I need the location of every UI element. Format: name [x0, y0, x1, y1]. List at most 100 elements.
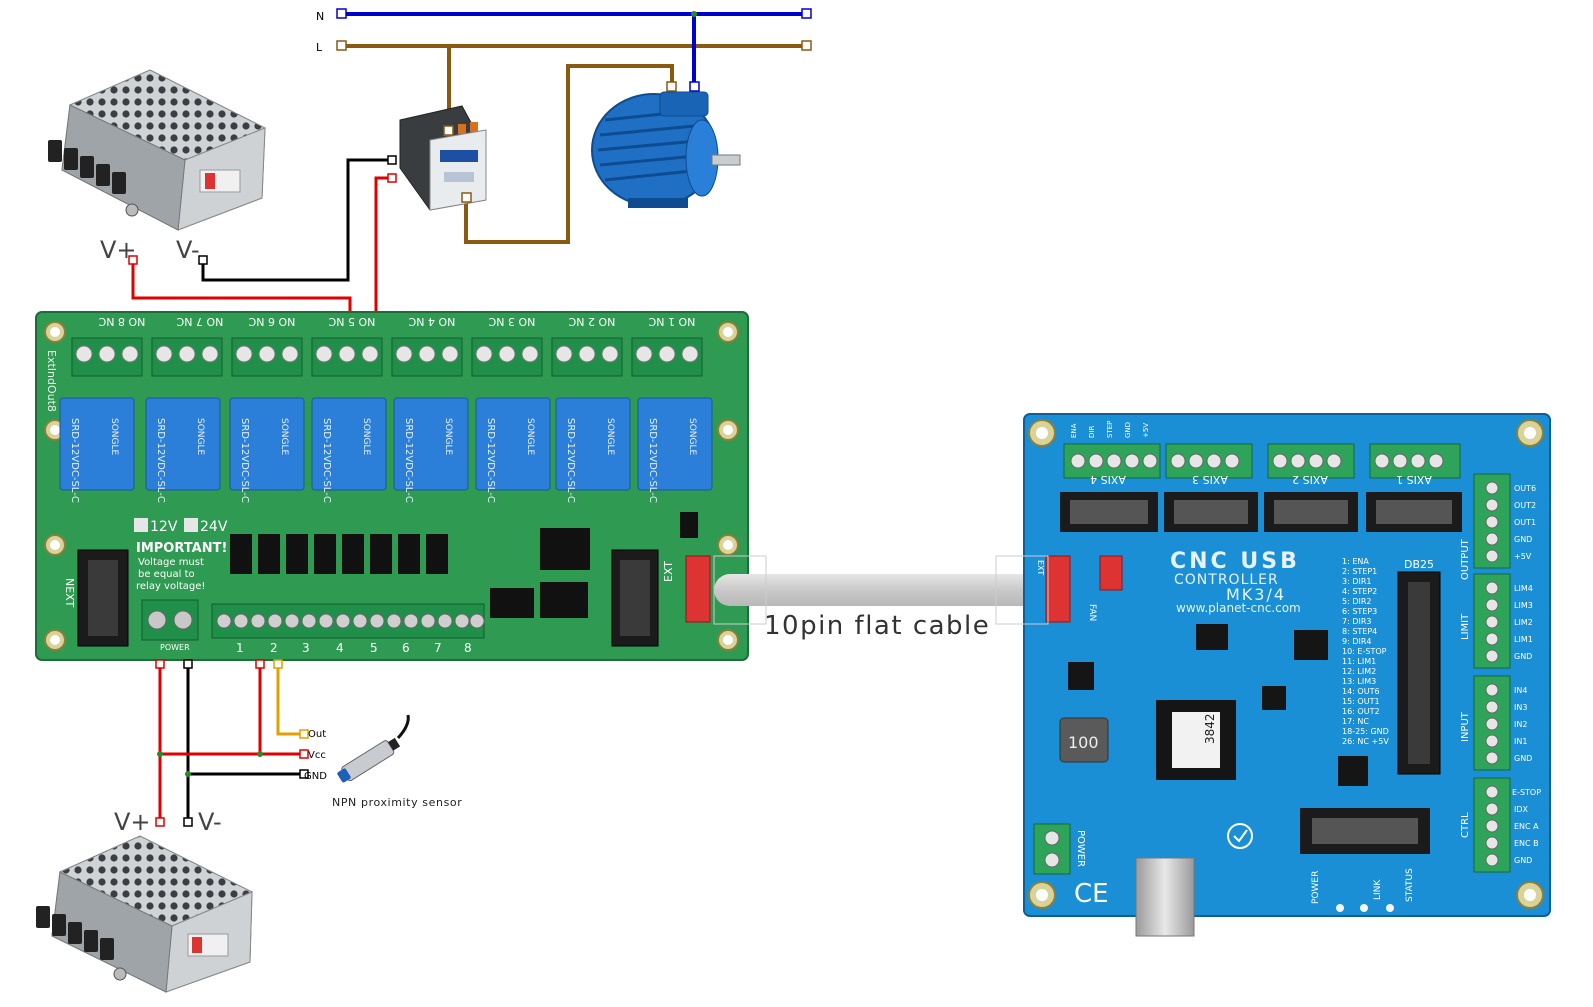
relay-board: ExtIndOut8 NO 8 NC NO 7 NC NO 6 NC NO 5 …: [35, 311, 749, 661]
relays: SRD-12VDC-SL-C SONGLE SRD-12VDC-SL-C SONGL…: [59, 397, 713, 503]
cnc-ext-label: EXT: [1036, 560, 1045, 575]
cable-end-left: [713, 555, 767, 625]
svg-text:IN3: IN3: [1514, 703, 1527, 712]
svg-text:DIR: DIR: [1088, 426, 1096, 438]
input-numbers: 1 2 3 4 5 6 7 8: [236, 641, 472, 655]
sensor-caption: NPN proximity sensor: [332, 796, 462, 809]
relay-ext-header: [685, 555, 711, 623]
neutral-junction: [691, 11, 697, 17]
contactor-to-motor-wire: [464, 64, 674, 244]
svg-text:8: 8: [464, 641, 472, 655]
psu-top-vplus-terminal: [128, 255, 138, 265]
db25-pin-list: 1: ENA 2: STEP1 3: DIR1 4: STEP2 5: DIR2…: [1342, 557, 1389, 746]
sensor-vcc-label: Vcc: [308, 750, 326, 761]
svg-text:SONGLE: SONGLE: [195, 418, 205, 456]
svg-text:OUT1: OUT1: [1514, 518, 1536, 527]
relay-header-4: NO 4 NC: [408, 315, 455, 328]
axis-4-label: AXIS 4: [1090, 473, 1126, 486]
svg-text:4: 4: [336, 641, 344, 655]
cnc-serial: 3842: [1203, 713, 1217, 744]
svg-text:7: DIR3: 7: DIR3: [1342, 617, 1372, 626]
svg-text:SONGLE: SONGLE: [687, 418, 697, 456]
svg-text:1: 1: [236, 641, 244, 655]
psu-bottom-vminus-label: V-: [198, 808, 222, 836]
cnc-controller-board: ENA DIR STEP GND +5V AXIS 4 AXIS 3 AXIS …: [1023, 413, 1551, 937]
relay-board-ic-2: [490, 588, 534, 618]
svg-text:SRD-12VDC-SL-C: SRD-12VDC-SL-C: [239, 418, 250, 503]
relay-header-5: NO 5 NC: [328, 315, 375, 328]
svg-text:STEP: STEP: [1106, 421, 1114, 438]
svg-text:6: 6: [402, 641, 410, 655]
relay-ext-label: EXT: [662, 561, 675, 582]
svg-text:GND: GND: [1514, 652, 1532, 661]
svg-text:7: 7: [434, 641, 442, 655]
svg-text:2: 2: [270, 641, 278, 655]
svg-text:SRD-12VDC-SL-C: SRD-12VDC-SL-C: [565, 418, 576, 503]
svg-text:+5V: +5V: [1514, 552, 1532, 561]
line-terminal-left: [336, 40, 347, 51]
fan-header: [1099, 555, 1123, 591]
cnc-title-line1: CNC USB: [1170, 549, 1300, 574]
coil-wires: [131, 155, 397, 335]
input-label: INPUT: [1460, 711, 1471, 742]
motor-terminal-n: [689, 81, 700, 92]
neutral-label: N: [316, 10, 324, 23]
svg-text:SRD-12VDC-SL-C: SRD-12VDC-SL-C: [155, 418, 166, 503]
svg-text:17: NC: 17: NC: [1342, 717, 1369, 726]
svg-text:IN2: IN2: [1514, 720, 1527, 729]
svg-text:OUT6: OUT6: [1514, 484, 1536, 493]
sensor-out-label: Out: [308, 729, 326, 740]
cnc-title-line2: CONTROLLER: [1174, 572, 1279, 588]
svg-text:ENA: ENA: [1070, 423, 1078, 438]
next-label: NEXT: [63, 578, 76, 608]
sensor-gnd-label: GND: [304, 771, 327, 782]
svg-text:5: 5: [370, 641, 378, 655]
svg-text:SONGLE: SONGLE: [279, 418, 289, 456]
svg-text:SONGLE: SONGLE: [109, 418, 119, 456]
important-line2: be equal to: [138, 569, 195, 580]
flat-cable-caption: 10pin flat cable: [764, 611, 990, 641]
svg-text:+5V: +5V: [1142, 423, 1150, 438]
relay-headers: NO 8 NC NO 7 NC NO 6 NC NO 5 NC NO 4 NC …: [98, 315, 695, 328]
voltage-24-label: 24V: [200, 519, 228, 535]
svg-text:26: NC +5V: 26: NC +5V: [1342, 737, 1389, 746]
neutral-terminal-left: [336, 8, 347, 19]
driver-transistors: [230, 534, 448, 574]
limit-label: LIMIT: [1460, 613, 1471, 640]
svg-text:E-STOP: E-STOP: [1512, 788, 1541, 797]
psu-top: V+ V-: [48, 69, 267, 265]
relay-header-8: NO 8 NC: [98, 315, 145, 328]
svg-text:OUT2: OUT2: [1514, 501, 1536, 510]
svg-text:GND: GND: [1124, 422, 1132, 438]
cable-end-right: [995, 555, 1049, 625]
svg-text:LIM3: LIM3: [1514, 601, 1533, 610]
svg-text:8: STEP4: 8: STEP4: [1342, 627, 1377, 636]
relay-header-3: NO 3 NC: [488, 315, 535, 328]
svg-text:SONGLE: SONGLE: [605, 418, 615, 456]
relay-board-brand: ExtIndOut8: [45, 350, 58, 412]
cnc-ext-header: [1045, 555, 1071, 623]
svg-text:3: 3: [302, 641, 310, 655]
svg-text:SRD-12VDC-SL-C: SRD-12VDC-SL-C: [321, 418, 332, 503]
axis-1-label: AXIS 1: [1396, 473, 1432, 486]
important-line1: Voltage must: [138, 557, 204, 568]
relay-header-1: NO 1 NC: [648, 315, 695, 328]
svg-text:SONGLE: SONGLE: [443, 418, 453, 456]
important-line3: relay voltage!: [136, 581, 205, 592]
svg-text:SRD-12VDC-SL-C: SRD-12VDC-SL-C: [647, 418, 658, 503]
axis-2-label: AXIS 2: [1292, 473, 1328, 486]
svg-text:13: LIM3: 13: LIM3: [1342, 677, 1376, 686]
svg-text:SRD-12VDC-SL-C: SRD-12VDC-SL-C: [69, 418, 80, 503]
svg-text:ENC B: ENC B: [1514, 839, 1539, 848]
relay-board-ic-3: [540, 582, 588, 618]
svg-text:IN4: IN4: [1514, 686, 1527, 695]
svg-text:SRD-12VDC-SL-C: SRD-12VDC-SL-C: [403, 418, 414, 503]
relay-terminal-blocks: [71, 337, 703, 377]
svg-text:2: STEP1: 2: STEP1: [1342, 567, 1377, 576]
link-led-label: LINK: [1373, 879, 1383, 900]
voltage-24-pad: [184, 518, 198, 532]
svg-text:16: OUT2: 16: OUT2: [1342, 707, 1380, 716]
line-terminal-right: [801, 40, 812, 51]
psu-bottom: V+ V-: [36, 808, 254, 993]
neutral-terminal-right: [801, 8, 812, 19]
